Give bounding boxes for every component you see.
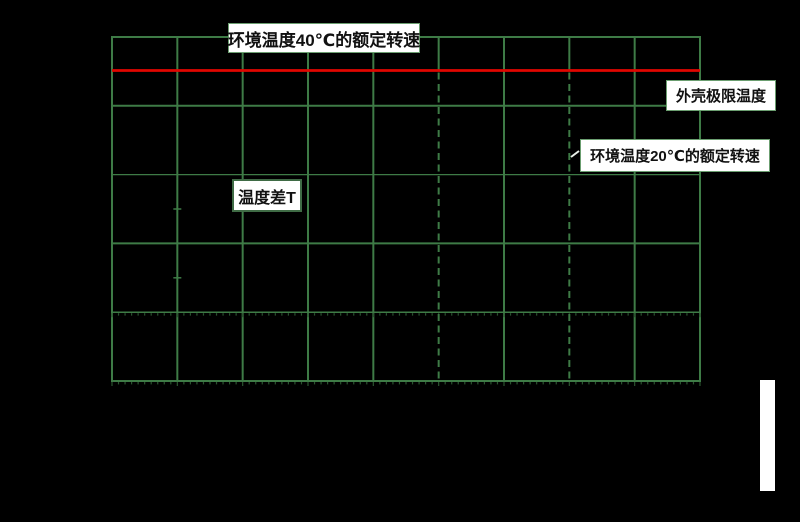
leader-mark xyxy=(570,150,580,158)
label-rated-speed-20c-text: 环境温度20℃的额定转速 xyxy=(590,148,760,165)
label-rated-speed-40c: 环境温度40℃的额定转速 xyxy=(228,23,420,53)
label-housing-limit-temp-text: 外壳极限温度 xyxy=(675,88,766,105)
label-rated-speed-20c: 环境温度20℃的额定转速 xyxy=(580,139,770,172)
label-rated-speed-40c-text: 环境温度40℃的额定转速 xyxy=(227,30,421,50)
label-temp-diff: 温度差T xyxy=(232,179,302,212)
label-temp-diff-text: 温度差T xyxy=(238,189,296,207)
minor-ticks xyxy=(111,208,701,386)
label-housing-limit-temp: 外壳极限温度 xyxy=(666,80,776,111)
dashed-reference-lines xyxy=(437,72,571,381)
grid-lines xyxy=(111,36,701,382)
white-bar xyxy=(760,380,775,491)
